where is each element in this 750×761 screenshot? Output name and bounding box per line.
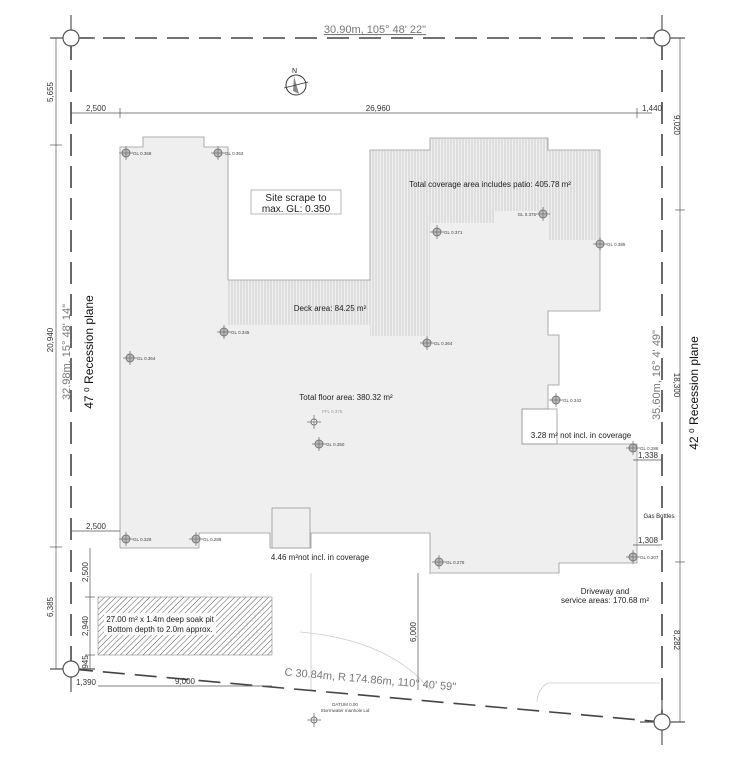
datum-note: Stormwater manhole Lid [321, 708, 370, 713]
level-label: GL 0.328 [133, 537, 152, 542]
level-label: GL 0.385 [607, 242, 626, 247]
dim-left-mid: 20,940 [46, 327, 55, 352]
driveway-note: service areas: 170.68 m² [561, 596, 649, 605]
level-marker-icon [626, 550, 640, 564]
dim-gas-bottom: 1,308 [638, 536, 659, 545]
dim-pit-bottom: 945 [81, 655, 90, 669]
recession-plane-right: 42 ⁰ Recession plane [687, 336, 701, 450]
level-markers: GL 0.368 GL 0.363 GL 0.371 GL 0.375 GL 0.385… [119, 146, 659, 727]
boundary-bottom [70, 668, 663, 723]
driveway-note: Driveway and [581, 587, 629, 596]
coverage-note: Total coverage area includes patio: 405.… [409, 180, 571, 189]
dim-right-top: 9,020 [672, 115, 681, 136]
level-marker-icon [211, 146, 225, 160]
floor-note: Total floor area: 380.32 m² [299, 393, 393, 402]
level-label: GL 0.345 [231, 330, 250, 335]
dim-top-mid: 26,960 [366, 104, 391, 113]
level-label: GL 0.363 [225, 151, 244, 156]
dim-pit-offset: 1,390 [76, 678, 97, 687]
boundary-bottom-label: C 30.84m, R 174.86m, 110° 40' 59" [284, 667, 457, 694]
dim-pit-length: 9,000 [175, 677, 196, 686]
dim-gas-top: 1,338 [638, 451, 659, 460]
deck-area [228, 280, 370, 325]
small-excluded-box [521, 408, 558, 445]
level-label: GL 0.207 [640, 555, 659, 560]
dim-left-top: 5,655 [46, 81, 55, 102]
level-marker-icon [536, 207, 550, 221]
excluded-small-note: 3.28 m² not incl. in coverage [531, 431, 632, 440]
level-marker-icon [312, 437, 326, 451]
level-marker-icon [432, 555, 446, 569]
boundary-right-label: 35.60m, 16° 4' 49" [651, 330, 663, 420]
dim-right-mid: 18,300 [672, 373, 681, 398]
level-marker-icon [430, 225, 444, 239]
soak-pit-label: Bottom depth to 2.0m approx. [107, 625, 212, 634]
level-label: GL 0.278 [446, 560, 465, 565]
site-scrape-note: max. GL: 0.350 [262, 204, 331, 215]
level-marker-icon [593, 237, 607, 251]
level-marker-icon [119, 532, 133, 546]
level-label: GL 0.371 [444, 230, 463, 235]
level-label: GL 0.342 [563, 398, 582, 403]
level-label: FFL 0.375 [322, 409, 343, 414]
datum-note: DATUM 0.00 [332, 702, 358, 707]
dim-top-left: 2,500 [86, 104, 107, 113]
excluded-garage-note: 4.46 m²not incl. in coverage [271, 553, 370, 562]
patio-area [548, 150, 600, 240]
north-label: N [292, 68, 297, 75]
level-marker-icon [307, 415, 321, 429]
dim-rear-setback: 2,500 [86, 522, 107, 531]
level-marker-icon [626, 441, 640, 455]
level-marker-icon [420, 336, 434, 350]
level-label: GL 0.368 [133, 151, 152, 156]
north-arrow-icon: N [283, 68, 309, 96]
level-label: GL 0.364 [137, 356, 156, 361]
level-marker-icon [307, 713, 321, 727]
level-marker-icon [119, 146, 133, 160]
level-label: GL 0.364 [434, 341, 453, 346]
level-label: GL 0.286 [640, 446, 659, 451]
gas-bottles-note: Gas Bottles [643, 514, 674, 520]
boundary-left-label: 32.98m, 15° 48' 14" [61, 304, 73, 400]
dim-pit-depth: 2,940 [81, 615, 90, 636]
soak-pit-label: 27.00 m² x 1.4m deep soak pit [106, 615, 214, 624]
level-label: GL 0.289 [203, 537, 222, 542]
dim-pit-gap: 2,500 [81, 561, 90, 582]
level-label: GL 0.350 [326, 442, 345, 447]
site-scrape-note: Site scrape to [265, 193, 327, 204]
recession-plane-left: 47 ⁰ Recession plane [82, 295, 96, 409]
level-label: GL 0.375 [518, 212, 537, 217]
patio-area [495, 138, 548, 211]
patio-area [430, 138, 495, 223]
garage-excluded-box [271, 507, 311, 549]
dim-top-right: 1,440 [642, 104, 663, 113]
site-scrape-box [250, 189, 342, 215]
level-marker-icon [189, 532, 203, 546]
dim-drive-depth: 6,000 [409, 621, 418, 642]
level-marker-icon [217, 325, 231, 339]
dim-right-bottom: 8,282 [672, 630, 681, 651]
level-marker-icon [549, 393, 563, 407]
deck-area [370, 150, 430, 336]
dim-left-bottom: 6,385 [46, 596, 55, 617]
boundary-pegs [50, 15, 685, 745]
dimension-lines [50, 38, 685, 722]
deck-note: Deck area: 84.25 m² [294, 304, 367, 313]
boundary-top-label: 30.90m, 105° 48' 22" [324, 24, 426, 36]
driveway-outline [299, 573, 660, 703]
level-marker-icon [123, 351, 137, 365]
